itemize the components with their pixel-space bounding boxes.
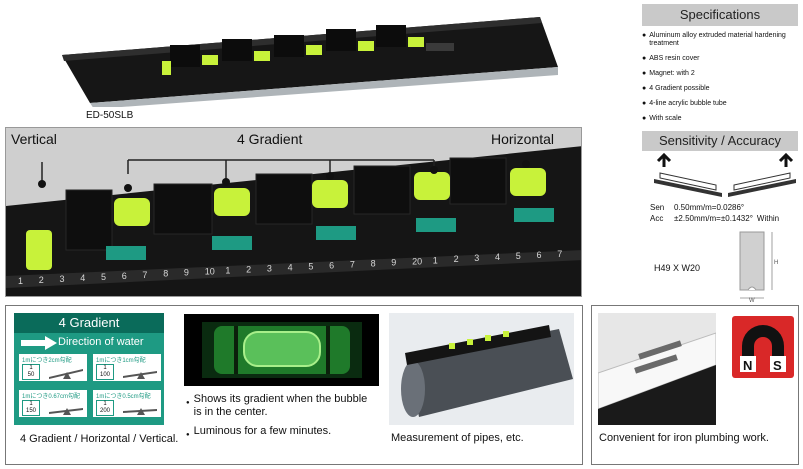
bubble-vial-photo: [184, 314, 379, 386]
fraction-den: 50: [27, 372, 35, 378]
magnet-s-label: S: [773, 358, 782, 373]
spec-item: Magnet: with 2: [642, 70, 802, 78]
dim-h-label: H: [774, 260, 778, 266]
sensitivity-row: Sen 0.50mm/m=0.0286°: [650, 202, 802, 213]
label-vertical: Vertical: [11, 131, 57, 147]
scale-number: 6: [329, 260, 334, 270]
scale-number: 5: [516, 251, 521, 261]
scale-number: 2: [246, 265, 251, 275]
feature-bullet: Shows its gradient when the bubble is in…: [186, 393, 376, 419]
scale-number: 9: [184, 268, 189, 278]
fraction-den: 200: [99, 408, 110, 414]
scale-number: 1: [18, 276, 23, 286]
scale-number: 6: [537, 250, 542, 260]
scale-number: 7: [142, 270, 147, 280]
level-closeup-panel: 1 2 3 4 5 6 7 8 9 10 1 2 3 4 5 6 7 8 9 20 1 2 3 4 5 6 7: [5, 127, 582, 297]
scale-number: 3: [267, 264, 272, 274]
magnet-icon: N S: [732, 316, 794, 378]
accuracy-label: Acc: [650, 214, 664, 223]
pipe-measurement-photo: [389, 313, 574, 425]
specifications-list: Aluminum alloy extruded material hardeni…: [642, 32, 802, 130]
slope-icon: [123, 371, 157, 379]
scale-number: 2: [454, 254, 459, 264]
scale-number: 5: [101, 272, 106, 282]
scale-number: 2: [39, 275, 44, 285]
scale-number: 7: [350, 259, 355, 269]
magnet-glyph: N S: [740, 325, 786, 373]
spec-item: Aluminum alloy extruded material hardeni…: [642, 32, 802, 48]
water-direction-text: Direction of water: [58, 336, 144, 348]
fraction-num: 1: [29, 365, 33, 371]
gradient-caption: 4 Gradient / Horizontal / Vertical.: [20, 433, 179, 445]
spec-item: 4-line acrylic bubble tube: [642, 100, 802, 108]
scale-number: 4: [80, 273, 85, 283]
accuracy-row: Acc ±2.50mm/m=±0.1432° Within: [650, 213, 802, 224]
sensitivity-title: Sensitivity / Accuracy: [642, 131, 798, 151]
dimensions-text: H49 X W20: [654, 263, 701, 273]
scale-number: 3: [60, 274, 65, 284]
spec-item: With scale: [642, 115, 802, 123]
product-hero-image: [62, 17, 558, 107]
cross-section-diagram: H W: [739, 231, 778, 304]
iron-caption: Convenient for iron plumbing work.: [599, 432, 769, 444]
fraction-den: 100: [99, 372, 110, 378]
fraction-den: 150: [25, 408, 36, 414]
gradient-tile-label: 1mにつき1cm勾配: [96, 355, 146, 364]
fraction-num: 1: [29, 401, 33, 407]
scale-number: 9: [391, 257, 396, 267]
sensitivity-values: Sen 0.50mm/m=0.0286° Acc ±2.50mm/m=±0.14…: [650, 202, 802, 224]
gradient-card-title: 4 Gradient: [14, 313, 164, 333]
feature-bullet: Luminous for a few minutes.: [186, 425, 376, 442]
label-horizontal: Horizontal: [491, 131, 555, 147]
magnet-n-label: N: [743, 358, 752, 373]
label-4-gradient: 4 Gradient: [237, 131, 303, 147]
pipe-caption: Measurement of pipes, etc.: [391, 432, 524, 444]
level-closeup-image: 1 2 3 4 5 6 7 8 9 10 1 2 3 4 5 6 7 8 9 20 1 2 3 4 5 6 7: [6, 146, 581, 296]
slope-icon: [123, 408, 157, 415]
gradient-tile-label: 1mにつき2cm勾配: [22, 355, 72, 364]
scale-number: 7: [557, 249, 562, 259]
product-model-label: ED-50SLB: [86, 110, 134, 121]
dim-w-label: W: [749, 298, 755, 304]
spec-item: ABS resin cover: [642, 55, 802, 63]
scale-number: 5: [308, 262, 313, 272]
scale-number: 3: [474, 253, 479, 263]
sensitivity-diagram: [654, 153, 796, 197]
scale-number: 10: [205, 267, 215, 277]
slope-icon: [49, 369, 83, 379]
iron-plumbing-photo: [598, 313, 716, 425]
fraction-num: 1: [103, 401, 107, 407]
scale-number: 8: [163, 269, 168, 279]
scale-number: 4: [288, 263, 293, 273]
scale-numbers: 1 2 3 4 5 6 7 8 9 10 1 2 3 4 5 6 7 8 9 20 1 2 3 4 5 6 7: [18, 249, 562, 286]
water-direction-arrow-icon: [21, 336, 57, 350]
scale-number: 1: [433, 255, 438, 265]
sensitivity-value: 0.50mm/m=0.0286°: [674, 203, 745, 212]
accuracy-value: ±2.50mm/m=±0.1432°: [674, 214, 753, 223]
spec-item: 4 Gradient possible: [642, 85, 802, 93]
scale-number: 1: [225, 266, 230, 276]
scale-number: 6: [122, 271, 127, 281]
fraction-num: 1: [103, 365, 107, 371]
specifications-title: Specifications: [642, 4, 798, 26]
scale-number: 8: [371, 258, 376, 268]
scale-number: 4: [495, 252, 500, 262]
gradient-tile-label: 1mにつき0.5cm勾配: [96, 391, 151, 400]
gradient-tile-label: 1mにつき0.67cm勾配: [22, 391, 81, 400]
feature-bullets: Shows its gradient when the bubble is in…: [186, 393, 376, 448]
sensitivity-label: Sen: [650, 203, 665, 212]
slope-icon: [49, 408, 83, 415]
scale-number: 20: [412, 256, 422, 266]
accuracy-suffix: Within: [756, 214, 780, 223]
